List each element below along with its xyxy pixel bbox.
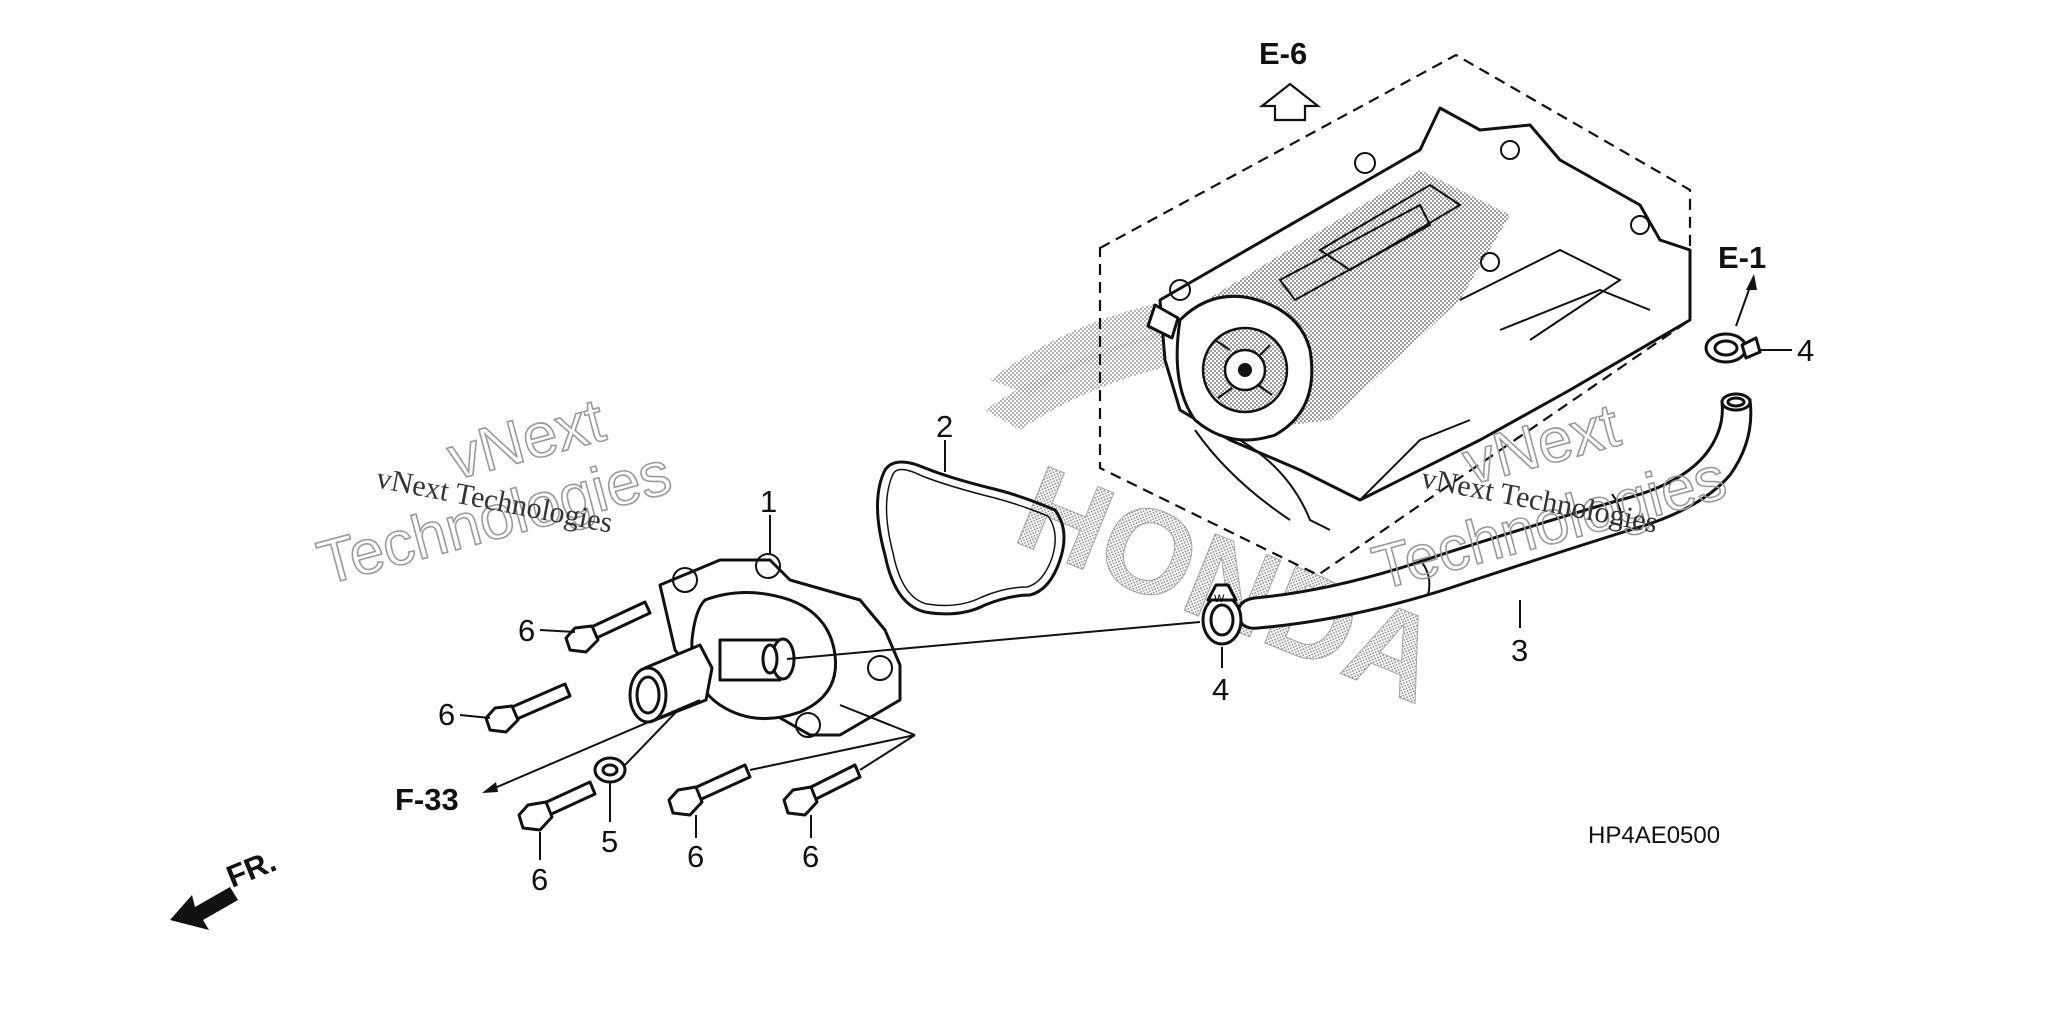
svg-text:W: W <box>1214 593 1225 605</box>
water-pump-cover <box>628 553 902 738</box>
watermark-right: vNext Technologies vNext Technologies <box>1365 390 1734 604</box>
flange-bolt-3 <box>517 780 597 832</box>
ref-label-e1[interactable]: E-1 <box>1718 240 1766 275</box>
callout-6-mid: 6 <box>438 697 455 732</box>
sealing-washer <box>593 756 627 784</box>
callout-6-bottom-mid: 6 <box>687 839 704 874</box>
callout-6-bottom-right: 6 <box>802 839 819 874</box>
callout-6-top: 6 <box>518 613 535 648</box>
gasket-o-ring <box>876 460 1066 616</box>
front-label: FR. <box>222 843 281 894</box>
diagram-code: HP4AE0500 <box>1588 822 1720 849</box>
callout-5: 5 <box>601 824 618 859</box>
callout-4-upper: 4 <box>1797 333 1814 368</box>
watermark-left: vNext Technologies vNext Technologies <box>310 385 679 599</box>
ref-label-f33[interactable]: F-33 <box>395 782 459 817</box>
callout-2: 2 <box>936 409 953 444</box>
front-direction-arrow <box>170 887 238 930</box>
flange-bolt-2 <box>484 682 572 734</box>
flange-bolt-5 <box>782 763 862 817</box>
flange-bolt-1 <box>564 600 652 654</box>
callout-4-lower: 4 <box>1212 672 1229 707</box>
engine-dashed-outline <box>1098 53 1692 577</box>
hose-clamp-upper <box>1704 332 1762 364</box>
ref-label-e6[interactable]: E-6 <box>1259 36 1307 71</box>
callout-3: 3 <box>1511 633 1528 668</box>
callout-1: 1 <box>760 484 777 519</box>
hose-clamp-lower: W <box>1201 583 1243 646</box>
water-hose <box>1236 398 1753 630</box>
e6-direction-arrow <box>1258 82 1322 122</box>
leader-lines <box>459 274 1792 860</box>
callout-6-bottom-left: 6 <box>531 862 548 897</box>
flange-bolt-4 <box>667 763 752 817</box>
engine-crankcase <box>1146 106 1692 531</box>
